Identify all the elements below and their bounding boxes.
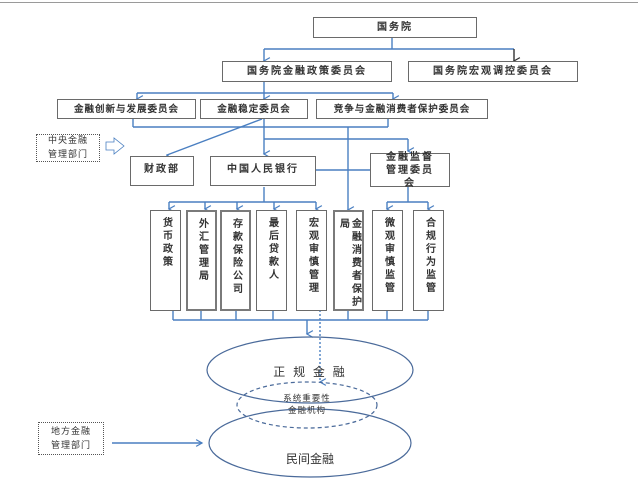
financial-policy-committee-label: 国务院金融政策委员会 bbox=[247, 66, 367, 77]
deposit-insurance-label: 存款保险公司 bbox=[230, 218, 242, 296]
conduct-supervision-box: 合规行为监管 bbox=[413, 210, 444, 311]
consumer-protection-bureau-box: 金融消费者保护局 bbox=[333, 210, 364, 311]
state-council-box: 国务院 bbox=[313, 17, 477, 38]
private-finance-label: 民间金融 bbox=[285, 452, 334, 466]
sifi-line1: 系统重要性 bbox=[283, 394, 331, 404]
ministry-of-finance-label: 财政部 bbox=[144, 164, 180, 175]
sifi-label: 系统重要性 金融机构 bbox=[267, 393, 347, 417]
innovation-committee-box: 金融创新与发展委员会 bbox=[57, 99, 196, 119]
stability-committee-label: 金融稳定委员会 bbox=[217, 103, 291, 115]
financial-policy-committee-box: 国务院金融政策委员会 bbox=[222, 61, 392, 82]
state-council-label: 国务院 bbox=[377, 22, 413, 33]
local-dept-line1: 地方金融 bbox=[50, 426, 91, 437]
macro-control-committee-label: 国务院宏观调控委员会 bbox=[433, 66, 553, 77]
lender-of-last-resort-box: 最后贷款人 bbox=[256, 210, 287, 311]
formal-finance-ellipse bbox=[206, 336, 414, 404]
local-dept-line2: 管理部门 bbox=[50, 440, 91, 451]
pboc-label: 中国人民银行 bbox=[227, 164, 299, 175]
central-dept-line1: 中央金融 bbox=[47, 136, 88, 146]
safe-label: 外汇管理局 bbox=[196, 218, 208, 283]
central-dept-line2: 管理部门 bbox=[47, 150, 88, 160]
innovation-committee-label: 金融创新与发展委员会 bbox=[73, 103, 179, 115]
fsa-committee-box: 金融监督管理委员会 bbox=[370, 151, 450, 189]
formal-finance-label: 正 规 金 融 bbox=[273, 365, 347, 379]
monetary-policy-box: 货币政策 bbox=[150, 210, 181, 311]
microprudential-label: 微观审慎监管 bbox=[382, 217, 394, 295]
pboc-box: 中国人民银行 bbox=[210, 156, 316, 186]
conduct-supervision-label: 合规行为监管 bbox=[423, 217, 435, 295]
local-financial-dept-box: 地方金融 管理部门 bbox=[38, 422, 104, 455]
deposit-insurance-box: 存款保险公司 bbox=[220, 210, 251, 311]
consumer-protection-bureau-label: 金融消费者保护局 bbox=[337, 218, 361, 309]
macro-control-committee-box: 国务院宏观调控委员会 bbox=[408, 61, 578, 82]
central-financial-dept-box: 中央金融 管理部门 bbox=[36, 134, 100, 162]
fsa-committee-label: 金融监督管理委员会 bbox=[386, 151, 434, 189]
top-rule bbox=[0, 2, 638, 3]
consumer-protection-committee-box: 竞争与金融消费者保护委员会 bbox=[316, 99, 488, 119]
private-finance-ellipse bbox=[208, 408, 412, 478]
lender-of-last-resort-label: 最后贷款人 bbox=[266, 217, 278, 282]
safe-box: 外汇管理局 bbox=[186, 210, 217, 311]
macroprudential-label: 宏观审慎管理 bbox=[306, 217, 318, 295]
microprudential-box: 微观审慎监管 bbox=[372, 210, 403, 311]
macroprudential-box: 宏观审慎管理 bbox=[296, 210, 327, 311]
stability-committee-box: 金融稳定委员会 bbox=[200, 99, 308, 119]
monetary-policy-label: 货币政策 bbox=[160, 217, 172, 269]
ministry-of-finance-box: 财政部 bbox=[130, 156, 194, 186]
connector bbox=[165, 118, 263, 162]
hollow-arrow-icon bbox=[105, 137, 125, 155]
sifi-line2: 金融机构 bbox=[287, 406, 326, 416]
consumer-protection-committee-label: 竞争与金融消费者保护委员会 bbox=[333, 103, 471, 115]
sifi-ellipse bbox=[236, 381, 378, 429]
